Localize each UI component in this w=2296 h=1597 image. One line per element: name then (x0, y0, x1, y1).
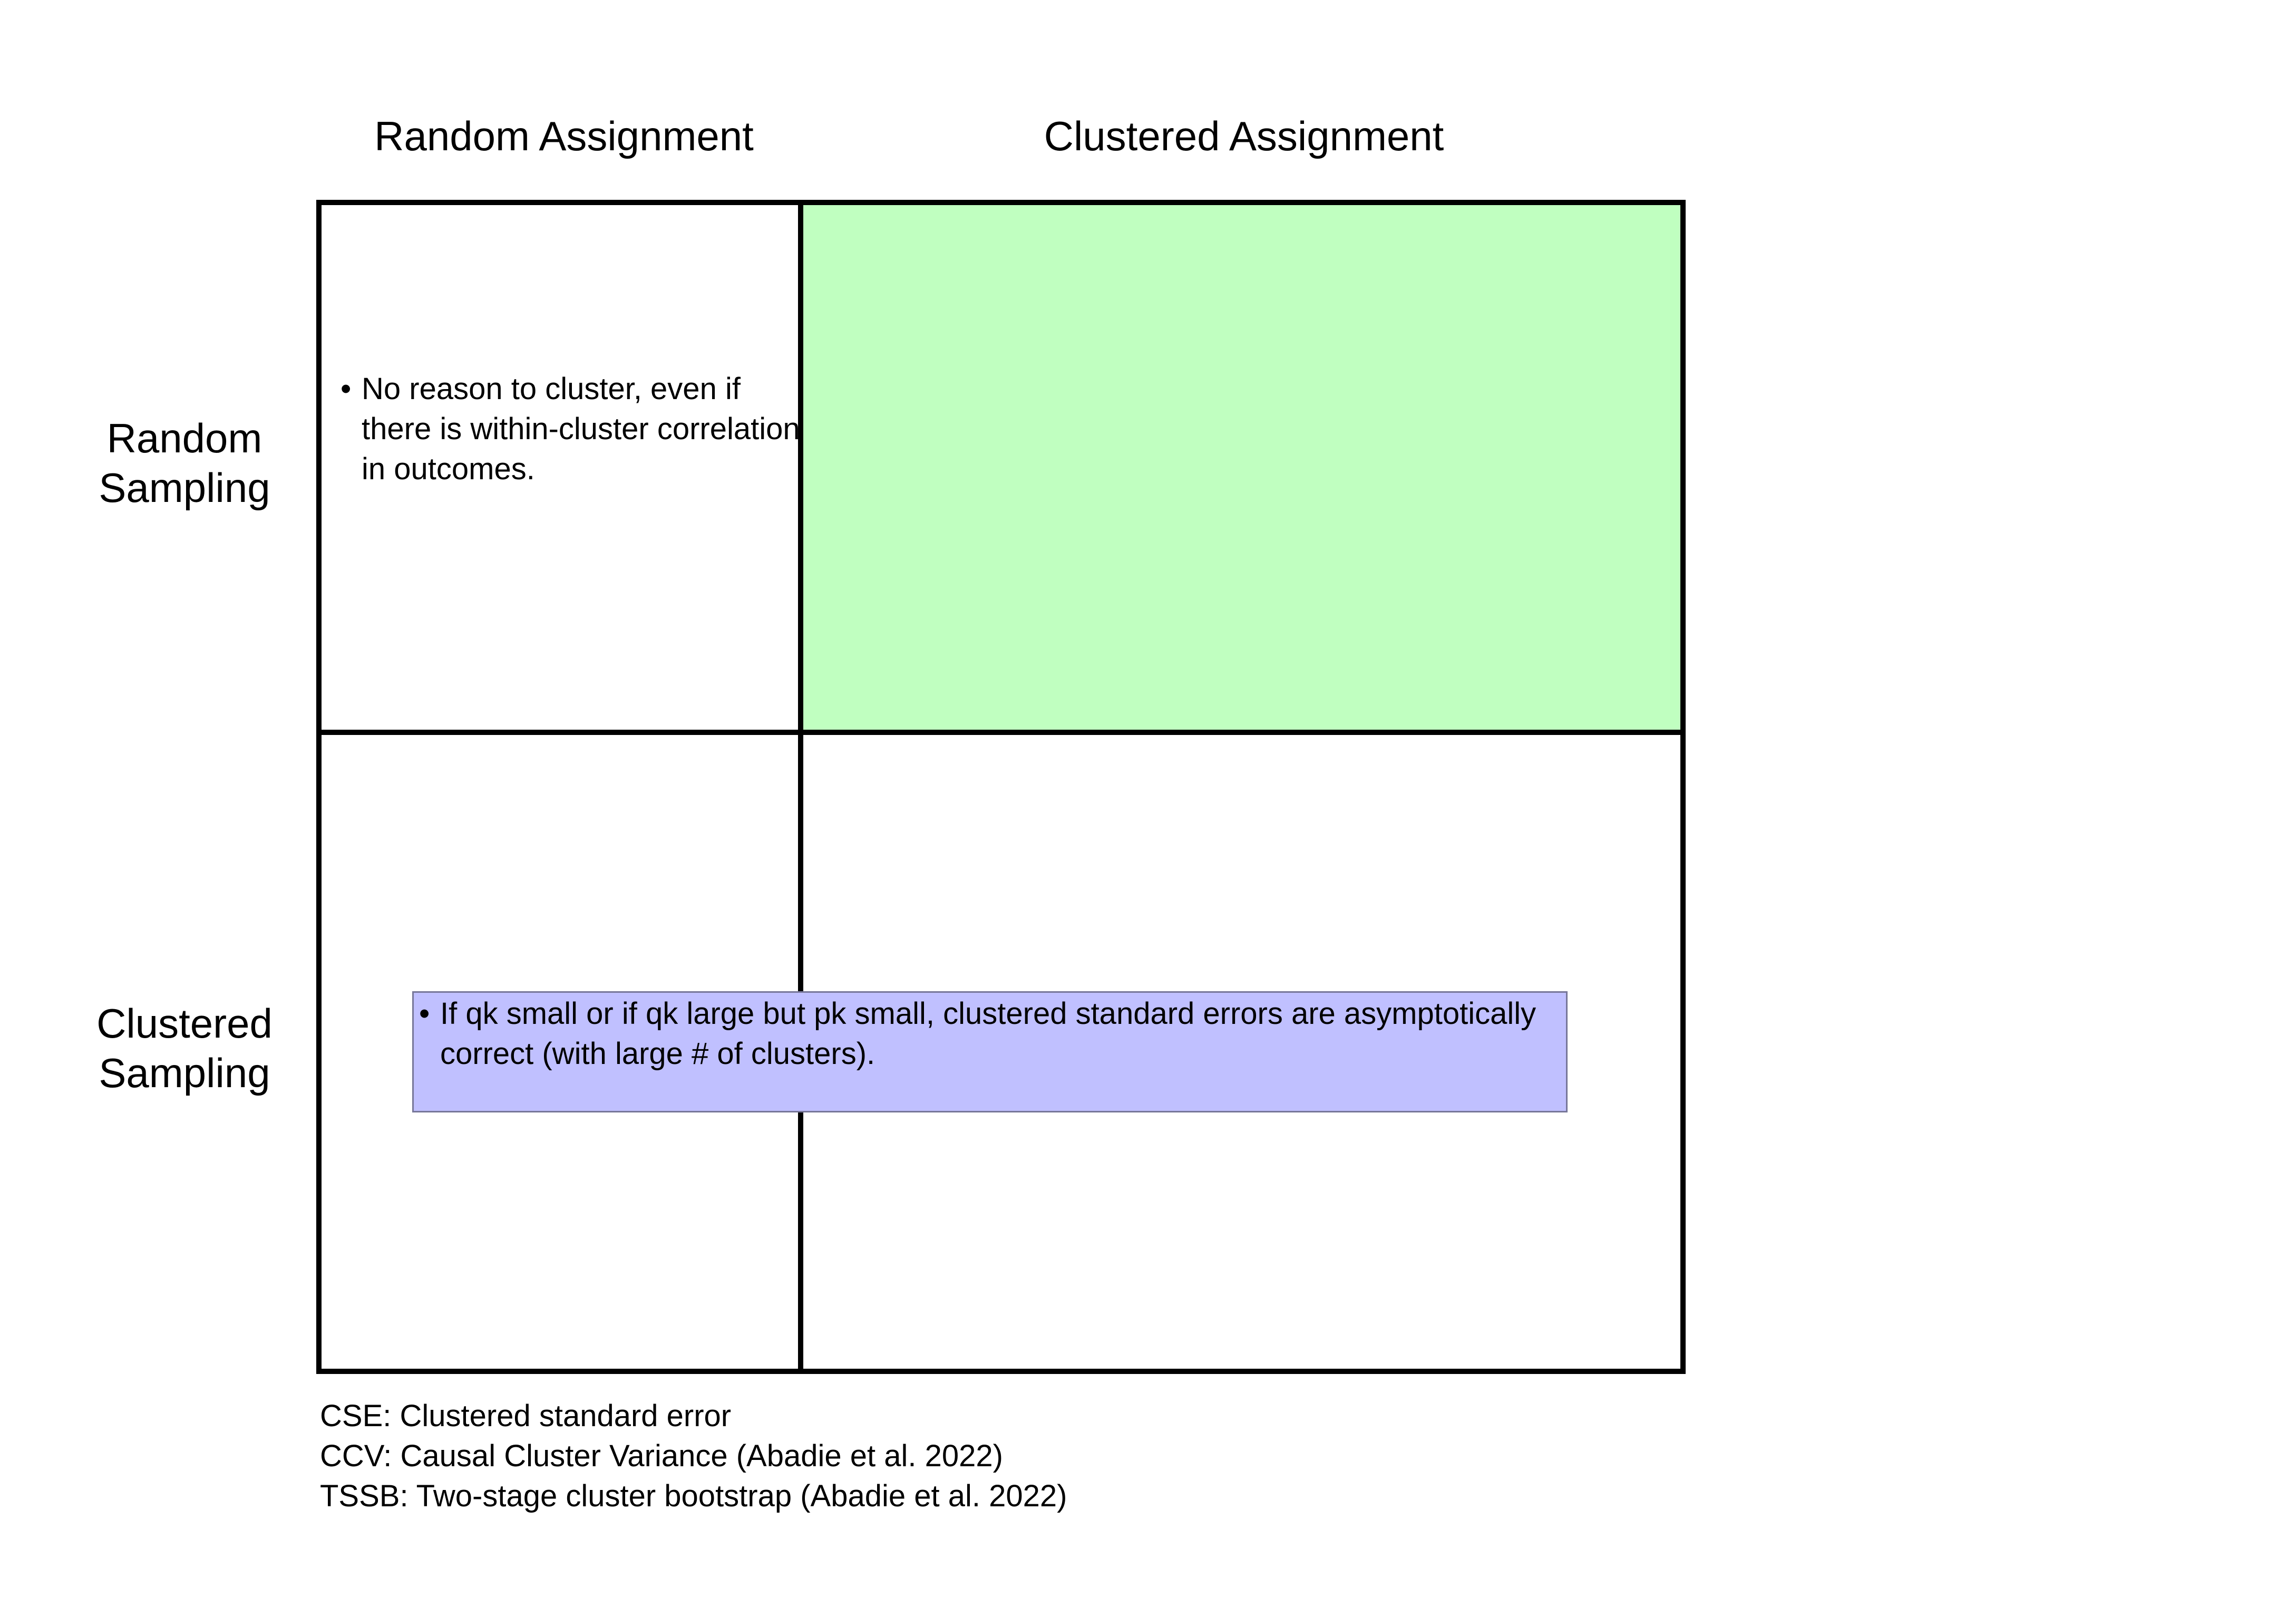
clustered-sampling-note-box (412, 991, 1568, 1112)
legend-item-ccv: CCV: Causal Cluster Variance (Abadie et … (320, 1439, 1003, 1473)
legend-item-cse: CSE: Clustered standard error (320, 1399, 732, 1433)
column-header-random-assignment: Random Assignment (374, 113, 754, 159)
bullet-icon: • (340, 372, 352, 406)
clustered-sampling-note: • If qk small or if qk large but pk small… (419, 994, 1573, 1074)
cell-random-sampling-clustered-assignment (798, 200, 1686, 735)
row-header-clustered-sampling-line-1: Clustered (96, 1000, 273, 1047)
row-header-random-sampling-line-2: Sampling (99, 464, 270, 511)
row-header-clustered-sampling-line-2: Sampling (99, 1049, 270, 1096)
row-header-random-sampling-line-1: Random (106, 415, 262, 461)
note-text: If qk small or if qk large but pk small,… (440, 996, 1536, 1071)
random-sampling-random-assignment-note: • No reason to cluster, even if there is … (340, 369, 804, 489)
column-header-clustered-assignment: Clustered Assignment (1044, 113, 1444, 159)
cell-clustered-sampling-random-assignment (316, 730, 803, 1374)
bullet-icon: • (419, 996, 430, 1031)
legend-item-tssb: TSSB: Two-stage cluster bootstrap (Abadi… (320, 1479, 1067, 1513)
note-text: No reason to cluster, even if there is w… (362, 372, 800, 486)
cell-random-sampling-random-assignment (316, 200, 803, 735)
row-header-random-sampling: Random Sampling (53, 414, 316, 512)
abbreviation-legend: CSE: Clustered standard error CCV: Causa… (320, 1396, 1067, 1516)
row-header-clustered-sampling: Clustered Sampling (53, 999, 316, 1098)
